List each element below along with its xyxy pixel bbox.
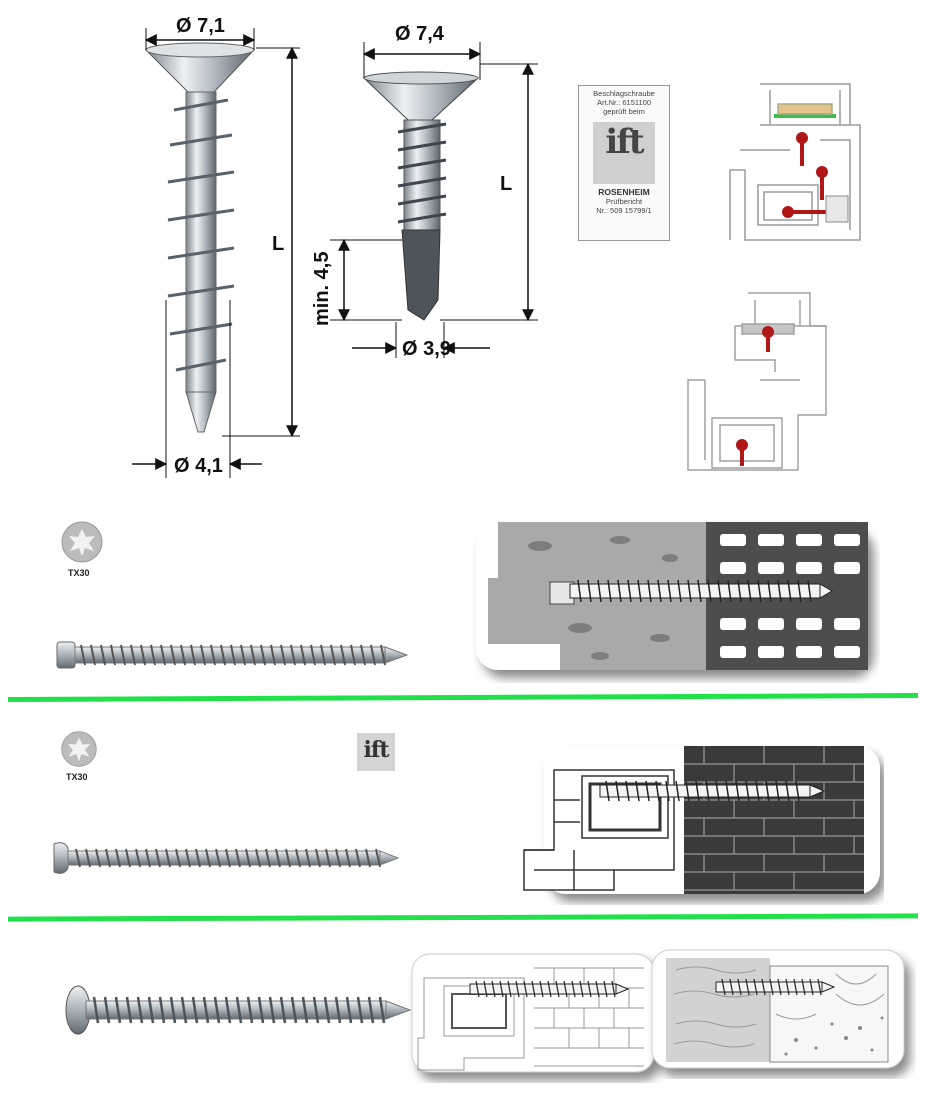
cert-line-4: ROSENHEIM (598, 187, 650, 197)
frame-screw-image-row1 (56, 641, 409, 669)
technical-drawing-top: Ø 7,1 L Ø 4,1 Ø 7,4 L min. 4,5 Ø 3,9 (132, 15, 861, 478)
ift-logo: ift (593, 122, 655, 184)
screw1-tip-dia-label: Ø 4,1 (174, 455, 223, 477)
installation-diagram-wood-brick (476, 522, 868, 670)
green-divider-1 (7, 693, 919, 702)
installation-diagram-frame-masonry (411, 953, 655, 1073)
screw1-head-dia-label: Ø 7,1 (176, 15, 225, 37)
installation-diagram-wood-concrete (651, 949, 905, 1069)
window-profile-diagram-2 (687, 292, 827, 471)
hinge-plate (825, 195, 849, 223)
frame-screw-image-row3 (65, 985, 412, 1035)
screw2-length-label: L (500, 173, 512, 195)
window-profile-diagram-1 (729, 83, 861, 241)
screw2-tip-dia-label: Ø 3,9 (402, 338, 451, 360)
drill-screw-image (362, 71, 480, 321)
torx-label-row1: TX30 (68, 568, 90, 578)
cert-line-2: Art.Nr.: 6151100 (596, 98, 652, 107)
cert-line-1: Beschlagschraube (593, 89, 655, 98)
torx-icon-row2 (61, 731, 97, 767)
cert-line-3: geprüft beim (603, 107, 645, 116)
screw1-length-label: L (272, 233, 284, 255)
green-divider-2 (7, 913, 919, 922)
screw2-head-dia-label: Ø 7,4 (395, 23, 445, 45)
torx-label-row2: TX30 (66, 772, 88, 782)
cert-line-6: Nr.: 509 15799/1 (596, 206, 652, 215)
red-screw-markers-2 (736, 326, 774, 466)
ift-certificate-label: Beschlagschraube Art.Nr.: 6151100 geprüf… (578, 85, 670, 241)
frame-screw-image-row2 (53, 842, 400, 874)
installation-diagram-frame-brick (523, 746, 880, 894)
cert-line-5: Prüfbericht (605, 197, 643, 206)
ift-badge: ift (357, 733, 395, 771)
torx-icon-row1 (61, 521, 103, 563)
wood-screw-image (144, 42, 256, 433)
red-screw-markers-1 (782, 132, 830, 218)
screw2-drill-label: min. 4,5 (311, 252, 333, 326)
